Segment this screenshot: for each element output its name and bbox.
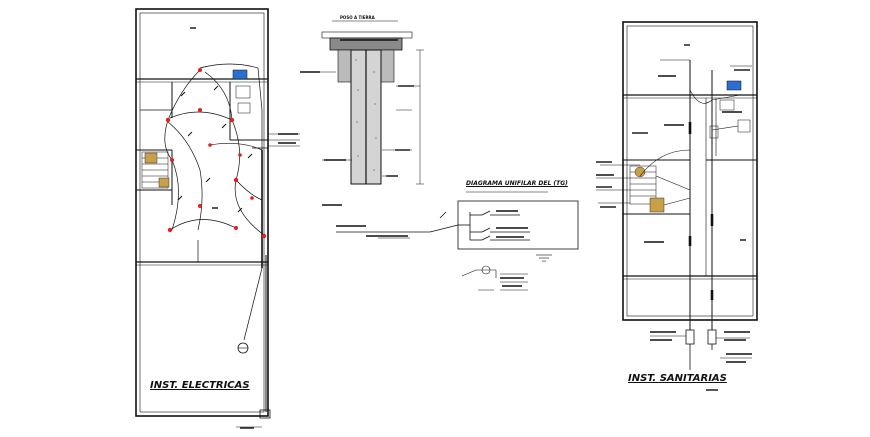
appliance-icon — [232, 69, 248, 80]
electrical-plan — [135, 8, 300, 428]
cleanout-box-right — [707, 329, 717, 345]
single-line-diagram — [336, 191, 579, 291]
pipe-segments — [688, 122, 714, 300]
sanitary-piping — [596, 59, 752, 330]
distribution-board — [457, 200, 579, 250]
sanitary-plan — [596, 21, 758, 370]
sanitary-text-lines — [190, 27, 752, 429]
single-line-diagram-title: DIAGRAMA UNIFILAR DEL (TG) — [466, 180, 568, 187]
electrical-outlets — [165, 68, 267, 239]
cleanout-box-left — [685, 329, 695, 345]
sanitary-plan-title: INST. SANITARIAS — [628, 373, 727, 384]
concrete-speckle — [355, 59, 377, 171]
electrical-plan-title: INST. ELECTRICAS — [150, 380, 250, 391]
diagram-text-lines — [336, 210, 528, 287]
circuit-wiring — [164, 63, 265, 262]
grounding-detail — [300, 20, 424, 206]
grounding-detail-title: POSO A TIERRA — [340, 15, 375, 20]
electrical-plan-outer-wall — [135, 8, 269, 417]
wire-tick-marks — [177, 85, 253, 213]
